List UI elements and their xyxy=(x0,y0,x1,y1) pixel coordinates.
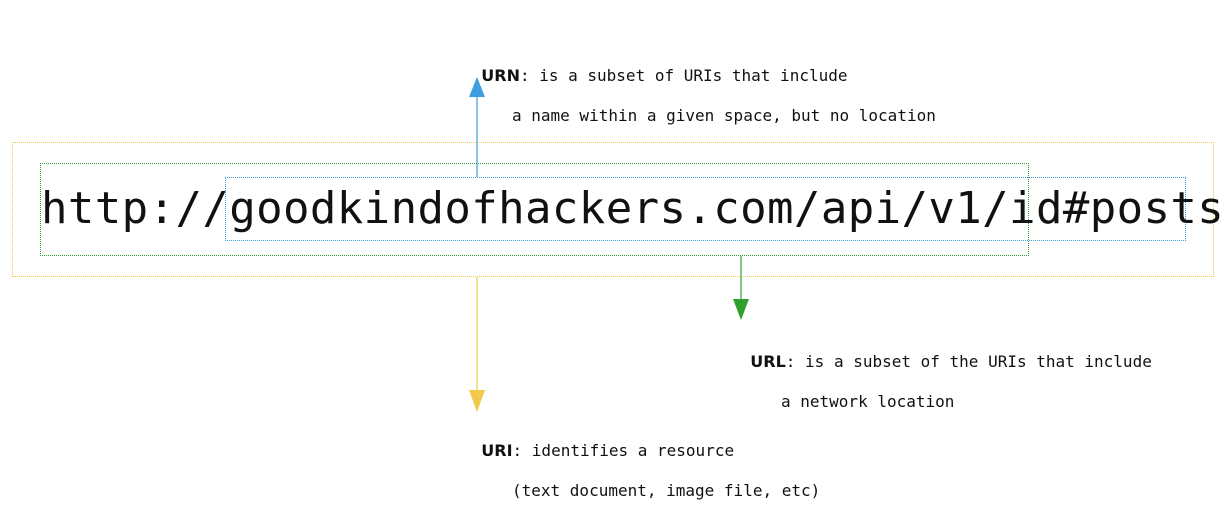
urn-term: URN xyxy=(481,66,520,85)
uri-arrow xyxy=(469,277,485,412)
urn-note: URN: is a subset of URIs that include a … xyxy=(462,46,936,146)
arrows xyxy=(469,77,749,412)
uri-desc-line2: (text document, image file, etc) xyxy=(512,481,821,500)
url-arrow xyxy=(733,256,749,320)
url-scope-box xyxy=(40,163,1029,256)
url-desc-line2: a network location xyxy=(781,392,955,411)
urn-desc-line2: a name within a given space, but no loca… xyxy=(512,106,936,125)
urn-desc-line1: : is a subset of URIs that include xyxy=(519,66,848,85)
urn-arrow xyxy=(469,77,485,177)
uri-term: URI xyxy=(481,441,513,460)
url-term: URL xyxy=(750,352,786,371)
url-desc-line1: : is a subset of the URIs that include xyxy=(785,352,1152,371)
example-url: http://goodkindofhackers.com/api/v1/id#p… xyxy=(41,183,1225,234)
uri-note: URI: identifies a resource (text documen… xyxy=(462,421,820,521)
urn-scope-box xyxy=(225,177,1186,241)
uri-desc-line1: : identifies a resource xyxy=(512,441,735,460)
uri-scope-box xyxy=(12,142,1214,277)
url-note: URL: is a subset of the URIs that includ… xyxy=(731,332,1152,432)
